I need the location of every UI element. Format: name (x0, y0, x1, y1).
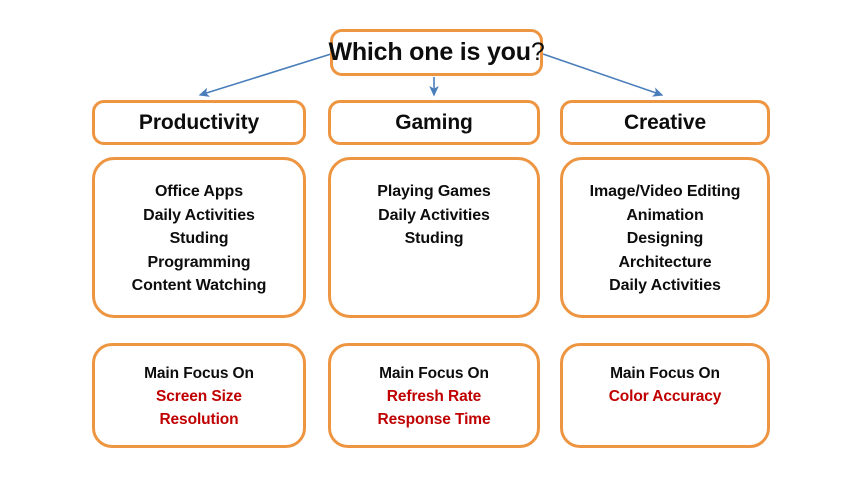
focus-heading: Main Focus On (144, 365, 254, 382)
arrow-to-productivity (198, 53, 332, 97)
header-box-productivity: Productivity (92, 100, 306, 145)
list-item: Designing (626, 230, 704, 247)
focus-content-creative: Main Focus On Color Accuracy (605, 346, 726, 408)
content-box-productivity: Office Apps Daily Activities Studing Pro… (92, 157, 306, 318)
list-item: Image/Video Editing (589, 183, 741, 200)
header-box-gaming: Gaming (328, 100, 540, 145)
focus-item: Refresh Rate (386, 388, 482, 405)
list-item: Programming (147, 253, 251, 271)
content-list-productivity: Office Apps Daily Activities Studing Pro… (128, 160, 271, 298)
focus-content-productivity: Main Focus On Screen Size Resolution (140, 346, 258, 431)
focus-heading: Main Focus On (610, 365, 720, 382)
list-item: Daily Activities (378, 206, 490, 224)
focus-box-gaming: Main Focus On Refresh Rate Response Time (328, 343, 540, 448)
diagram-title: Which one is you? (328, 40, 544, 65)
list-item: Content Watching (131, 277, 267, 294)
diagram-title-text: Which one is you (328, 38, 531, 66)
arrow-to-creative (542, 53, 664, 97)
focus-item: Color Accuracy (608, 388, 722, 405)
list-item: Daily Activities (143, 206, 255, 224)
focus-box-productivity: Main Focus On Screen Size Resolution (92, 343, 306, 448)
list-item: Studing (404, 230, 464, 247)
content-list-creative: Image/Video Editing Animation Designing … (586, 160, 745, 298)
focus-box-creative: Main Focus On Color Accuracy (560, 343, 770, 448)
header-label-productivity: Productivity (138, 111, 260, 134)
content-box-creative: Image/Video Editing Animation Designing … (560, 157, 770, 318)
list-item: Playing Games (377, 183, 491, 200)
list-item: Office Apps (154, 183, 244, 200)
list-item: Animation (626, 206, 704, 224)
focus-item: Screen Size (156, 388, 242, 405)
focus-item: Response Time (377, 411, 491, 428)
list-item: Architecture (618, 253, 712, 271)
content-box-gaming: Playing Games Daily Activities Studing (328, 157, 540, 318)
header-label-gaming: Gaming (395, 111, 473, 134)
list-item: Daily Activities (609, 277, 721, 294)
focus-content-gaming: Main Focus On Refresh Rate Response Time (374, 346, 495, 431)
header-box-creative: Creative (560, 100, 770, 145)
diagram-title-box: Which one is you? (328, 29, 545, 76)
header-label-creative: Creative (623, 111, 707, 134)
content-list-gaming: Playing Games Daily Activities Studing (373, 160, 494, 251)
list-item: Studing (169, 230, 229, 247)
focus-heading: Main Focus On (379, 365, 489, 382)
diagram-title-question-mark: ? (530, 38, 545, 66)
focus-item: Resolution (159, 411, 239, 428)
